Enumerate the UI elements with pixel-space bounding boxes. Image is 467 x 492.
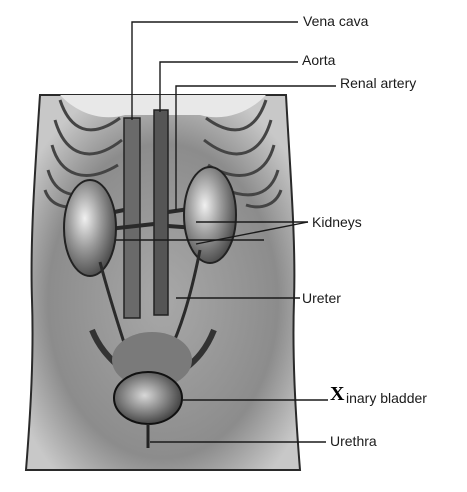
kidney-right bbox=[184, 167, 236, 263]
label-ureter: Ureter bbox=[302, 290, 341, 306]
label-renal-artery: Renal artery bbox=[340, 75, 416, 91]
label-vena-cava: Vena cava bbox=[303, 13, 368, 29]
vena-cava bbox=[124, 118, 140, 318]
urinary-bladder bbox=[114, 372, 182, 424]
kidney-left bbox=[64, 180, 116, 276]
label-urinary-bladder: inary bladder bbox=[346, 390, 427, 406]
label-kidneys: Kidneys bbox=[312, 214, 362, 230]
aorta bbox=[154, 110, 168, 315]
label-aorta: Aorta bbox=[302, 52, 335, 68]
label-urethra: Urethra bbox=[330, 433, 377, 449]
label-bladder-marker: X bbox=[330, 386, 344, 402]
